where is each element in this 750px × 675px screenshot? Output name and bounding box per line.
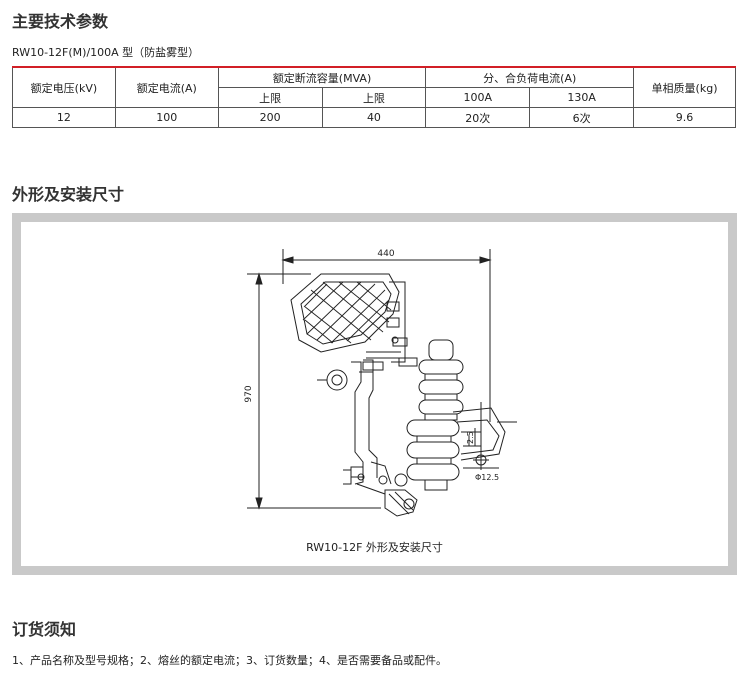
order-section-title: 订货须知 [12,620,77,639]
arrow-head [281,256,294,264]
header-upper-limit: 上限 [217,87,323,108]
cell-load-130a: 6次 [529,107,635,128]
order-note: 1、产品名称及型号规格；2、熔丝的额定电流；3、订货数量；4、是否需要备品或配件… [12,654,447,667]
arc-chute-housing [290,273,400,353]
figure-frame: 440 970 [12,213,737,575]
header-load-100a: 100A [425,87,531,108]
header-upper-limit: 上限 [321,87,427,108]
table-row: 12 100 200 40 20次 6次 9.6 [12,107,736,128]
mounting-bracket [452,402,517,470]
figure-caption: RW10-12F 外形及安装尺寸 [306,541,443,554]
cell-capacity: 40 [321,107,427,128]
model-line: RW10-12F(M)/100A 型（防盐雾型） [12,46,200,59]
cell-load-100a: 20次 [425,107,531,128]
width-dimension-label: 440 [377,249,394,259]
header-mass: 单相质量(kg) [633,67,736,108]
lower-contact [356,483,418,517]
arrow-head [479,256,492,264]
figure-panel: 440 970 [21,222,728,566]
header-load-current: 分、合负荷电流(A) [425,67,635,88]
outline-section-title: 外形及安装尺寸 [12,185,125,204]
fuse-outline-drawing: 440 970 [244,249,517,517]
hole-dimension-label: Φ12.5 [475,473,499,482]
height-dimension-label: 970 [244,385,254,402]
cell-capacity: 200 [217,107,323,128]
cell-mass: 9.6 [633,107,736,128]
upper-contact-bracket [362,281,418,371]
header-breaking-capacity: 额定断流容量(MVA) [217,67,427,88]
arrow-head [255,272,263,285]
header-load-130a: 130A [529,87,635,108]
header-rated-voltage: 额定电压(kV) [12,67,116,108]
insulator-stack [406,339,464,491]
table-header-row: 额定电压(kV) 额定电流(A) 额定断流容量(MVA) 分、合负荷电流(A) … [12,67,736,108]
fuse-tube [317,359,408,487]
header-rated-current: 额定电流(A) [114,67,219,108]
cell-rated-current: 100 [114,107,219,128]
slot-dimension-label: 2.5 [466,431,475,444]
spec-table: 额定电压(kV) 额定电流(A) 额定断流容量(MVA) 分、合负荷电流(A) … [12,66,736,128]
arrow-head [255,497,263,510]
cell-rated-voltage: 12 [12,107,116,128]
specs-section-title: 主要技术参数 [12,12,109,31]
